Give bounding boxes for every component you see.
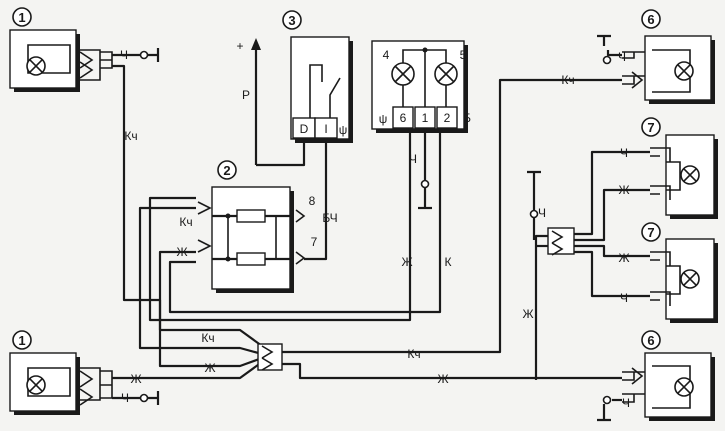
lamp-6-top <box>622 35 715 104</box>
lamp-6-bottom-number: 6 <box>647 333 654 348</box>
lamp-6-top-number: 6 <box>647 12 654 27</box>
wire-label-ch-lamp1-bottom: Ч <box>121 391 129 405</box>
indicator-4-label: 4 <box>383 48 390 62</box>
relay-pin-7: 7 <box>311 235 318 249</box>
central-connector <box>257 343 283 371</box>
wire-label-ch-lamp1-top: Ч <box>120 48 128 62</box>
wire-label-ch-lamp7-1: Ч <box>620 146 628 160</box>
pin-d-label: D <box>300 122 309 136</box>
lamp-7-bottom <box>650 238 718 323</box>
wire-label-ch-ground: Ч <box>409 152 417 166</box>
wire-label-zh-bottom: Ж <box>437 372 448 386</box>
relay-2 <box>197 186 306 293</box>
lamp-7-bottom-number: 7 <box>647 225 654 240</box>
wire-label-zh-relay: Ж <box>176 245 187 259</box>
pin-2-label: 2 <box>444 111 451 125</box>
pin-sym-label: ψ <box>339 123 348 137</box>
wire-label-k-indicator: К <box>445 255 452 269</box>
lamp-6-bottom <box>622 352 715 421</box>
right-connector <box>547 227 575 256</box>
lamp-1-top-number: 1 <box>18 10 25 25</box>
lamp-1-top <box>9 29 113 92</box>
p-label: Р <box>242 88 250 102</box>
wire-label-kch-left: Кч <box>124 129 137 143</box>
lamp-1-bottom <box>9 352 113 415</box>
relay-number: 2 <box>223 163 230 178</box>
wire-label-zh-right: Ж <box>522 307 533 321</box>
relay-pin-8: 8 <box>309 194 316 208</box>
wire-label-kch-lamp6: Кч <box>561 73 574 87</box>
wire-label-ch-lamp7-2: Ч <box>620 291 628 305</box>
pin-6-label: 6 <box>400 111 407 125</box>
wire-label-ch-lamp6-bottom: Ч <box>622 396 630 410</box>
lamp-7-top <box>650 134 718 219</box>
wire-label-zh-indicator: Ж <box>401 255 412 269</box>
wire-label-zh-lamp1: Ж <box>130 372 141 386</box>
pin-i-label: I <box>324 122 327 136</box>
wire-label-kch-bottom: Кч <box>407 347 420 361</box>
wire-label-bch: БЧ <box>322 211 337 225</box>
switch-3: D I ψ <box>290 36 353 143</box>
lamp-1-bottom-number: 1 <box>18 333 25 348</box>
wire-label-ch-lamp6-top: Ч <box>618 50 626 64</box>
indicator-sym-label: ψ <box>379 112 388 126</box>
pin-1-label: 1 <box>422 111 429 125</box>
indicator-5-label: 5 <box>460 48 467 62</box>
wire-label-kch-bundle: Кч <box>201 331 214 345</box>
pin-b-label: Б <box>463 111 471 125</box>
switch-number: 3 <box>288 13 295 28</box>
supply-plus: + Р <box>236 38 261 165</box>
lamp-7-top-number: 7 <box>647 120 654 135</box>
plus-label: + <box>236 39 243 53</box>
wire-label-kch-relay: Кч <box>179 215 192 229</box>
indicator-block: 4 5 6 1 2 ψ Б <box>371 40 471 133</box>
wire-label-zh-bundle: Ж <box>204 361 215 375</box>
wire-label-ch-right: Ч <box>538 206 546 220</box>
wire-label-zh-lamp7-2: Ж <box>618 251 629 265</box>
wire-label-zh-lamp7-1: Ж <box>618 183 629 197</box>
